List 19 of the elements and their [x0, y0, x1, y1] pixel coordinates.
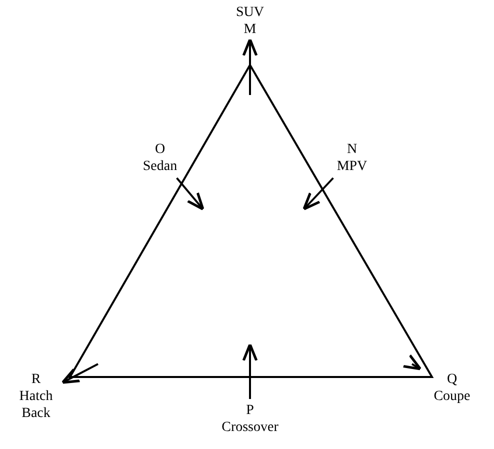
vehicle-type-label: Hatch Back [18, 388, 54, 422]
vertex-label: Q [446, 371, 458, 388]
vehicle-type-label: MPV [336, 158, 368, 175]
vehicle-type-label: SUV [234, 4, 265, 21]
arrow [176, 177, 204, 210]
vertex-label: M [242, 21, 258, 38]
vertex-label: P [245, 402, 255, 419]
vehicle-type-label: Crossover [220, 419, 280, 436]
vehicle-type-label: Coupe [432, 388, 472, 405]
arrow [402, 354, 422, 370]
triangle-outline [68, 63, 434, 378]
arrow [242, 38, 258, 95]
vertex-label: R [30, 371, 42, 388]
arrow [242, 343, 258, 399]
arrow [302, 177, 334, 210]
vertex-label: O [154, 141, 166, 158]
vertex-label: N [346, 141, 358, 158]
arrow [61, 363, 98, 384]
vehicle-type-label: Sedan [142, 158, 178, 175]
